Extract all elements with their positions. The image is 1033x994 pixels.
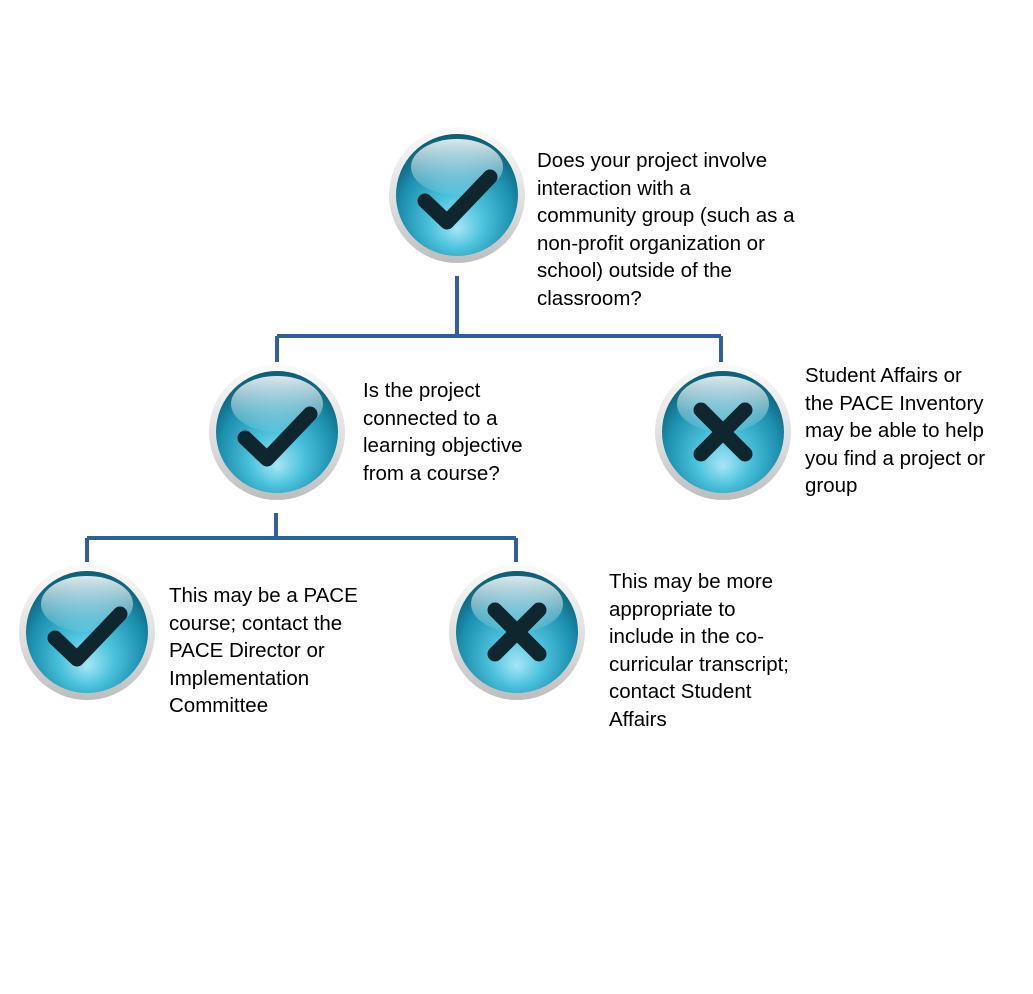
outcome-student-affairs-inventory: Student Affairs or the PACE Inventory ma… bbox=[805, 364, 986, 497]
question-community-group: Does your project involve interaction wi… bbox=[537, 149, 795, 310]
question-learning-objective: Is the project connected to a learning o… bbox=[363, 379, 523, 485]
outcome-co-curricular-transcript: This may be more appropriate to include … bbox=[609, 570, 789, 731]
x-icon bbox=[653, 362, 793, 502]
x-icon bbox=[447, 562, 587, 702]
check-icon bbox=[387, 125, 527, 265]
check-icon bbox=[207, 362, 347, 502]
outcome-pace-course: This may be a PACE course; contact the P… bbox=[169, 584, 358, 717]
check-icon bbox=[17, 562, 157, 702]
